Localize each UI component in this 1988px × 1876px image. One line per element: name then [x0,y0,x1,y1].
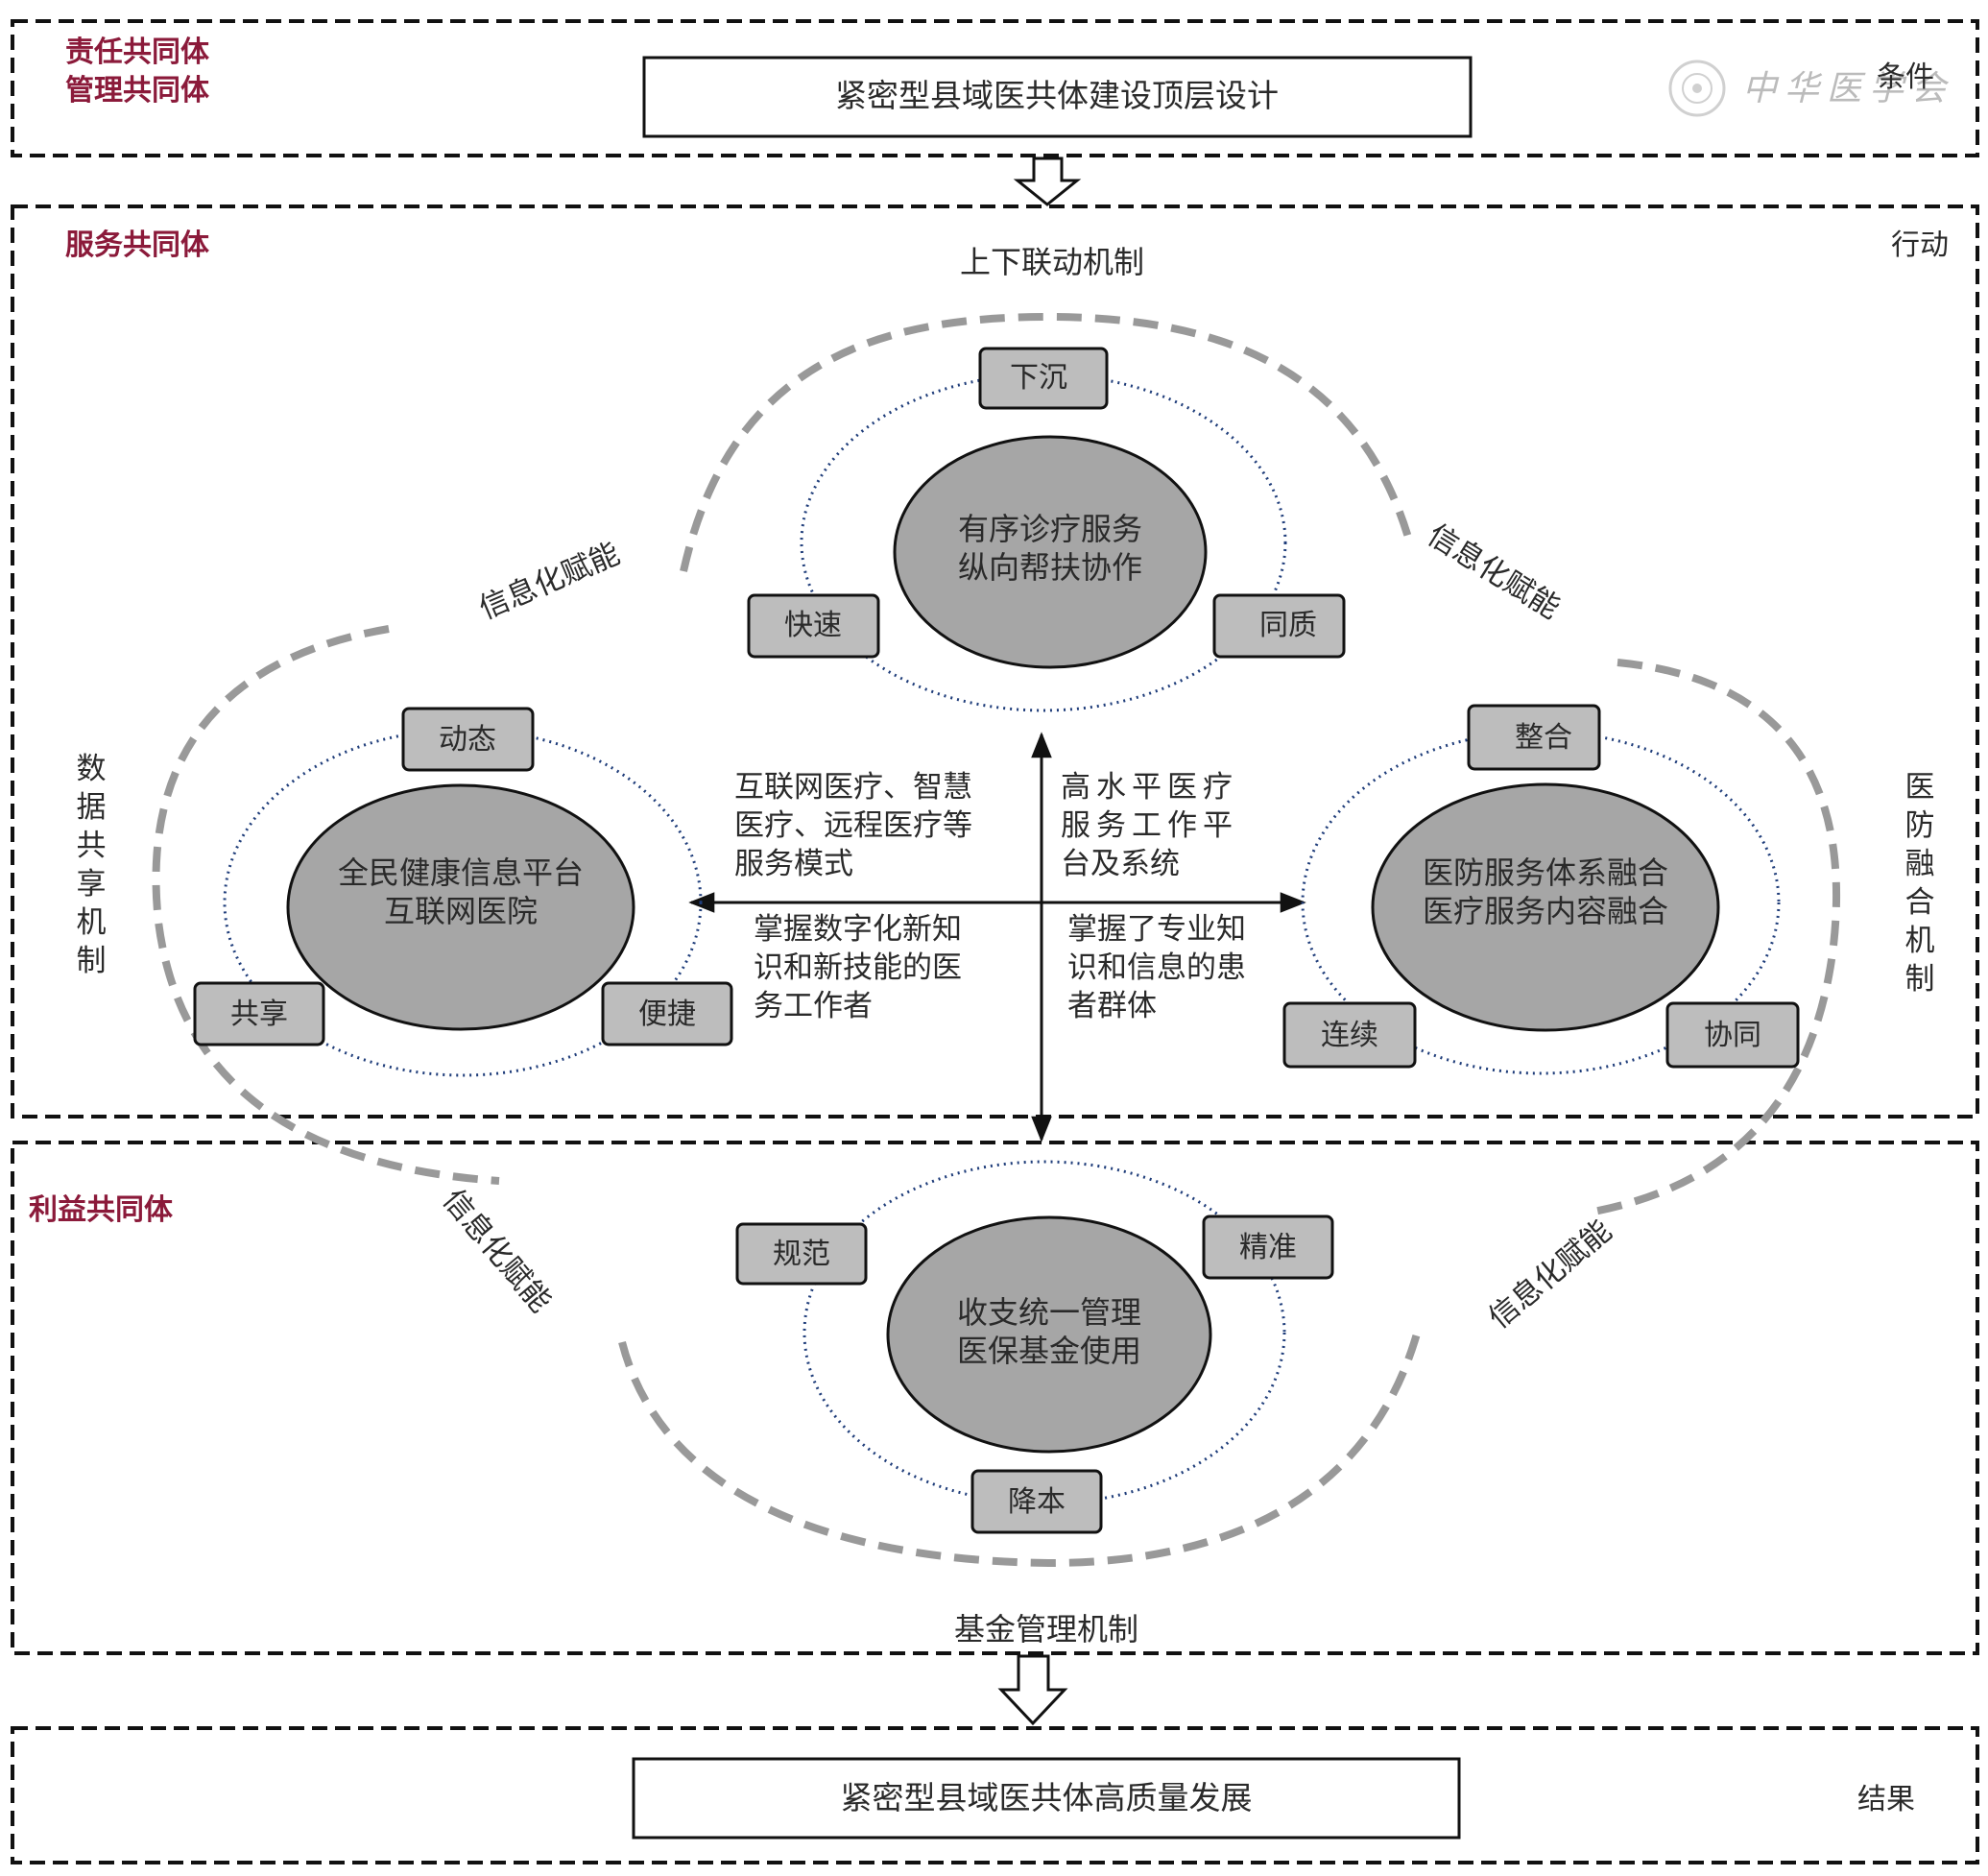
svg-text:识和新技能的医: 识和新技能的医 [754,950,962,985]
tag-box [978,347,1109,410]
top-left-label-1: 责任共同体 [65,36,210,69]
tag-box [193,981,325,1046]
bottom-core-line-2: 医保基金使用 [957,1333,1141,1369]
quadrant-top-left-text: 互联网医疗、智慧 医疗、远程医疗等 服务模式 [734,770,972,881]
bottom-core-line-1: 收支统一管理 [957,1294,1141,1331]
tag-text: 连续 [1321,1019,1378,1052]
tag-text: 降本 [1008,1485,1066,1519]
result-label: 结果 [1857,1783,1915,1816]
svg-text:防: 防 [1905,808,1935,843]
svg-text:高水平医疗: 高水平医疗 [1061,770,1238,805]
left-circle-group: 全民健康信息平台 互联网医院 动态 共享 便捷 [193,707,733,1077]
info-label-bottom-right: 信息化赋能 [1482,1214,1618,1335]
left-mechanism-label: 数 据 共 享 机 制 [77,752,107,978]
info-label-bottom-left: 信息化赋能 [436,1183,558,1319]
bottom-core-ellipse [886,1215,1212,1454]
tag-box [747,593,880,659]
tag-text: 共享 [230,998,288,1031]
svg-text:制: 制 [1905,962,1935,997]
svg-text:服务模式: 服务模式 [734,847,853,881]
tag-box [970,1469,1103,1534]
tag-text: 同质 [1259,609,1317,642]
quadrant-bottom-right-text: 掌握了专业知 识和信息的患 者群体 [1067,912,1246,1023]
top-mechanism-label: 上下联动机制 [960,244,1144,280]
left-core-line-1: 全民健康信息平台 [338,854,584,891]
condition-label: 条件 [1877,60,1934,94]
tag-box [735,1222,868,1286]
top-core-line-2: 纵向帮扶协作 [958,549,1142,586]
svg-text:机: 机 [77,905,107,940]
result-box [632,1757,1461,1840]
tag-box [601,981,733,1046]
tag-text: 规范 [773,1238,830,1271]
svg-text:务工作者: 务工作者 [754,989,873,1023]
tag-text: 动态 [439,723,496,757]
tag-box [401,707,535,772]
tag-box [1212,593,1346,659]
bottom-circle-group: 收支统一管理 医保基金使用 规范 精准 降本 [735,1160,1334,1534]
tag-text: 便捷 [638,998,696,1031]
right-core-ellipse [1371,782,1720,1032]
quadrant-top-right-text: 高水平医疗 服务工作平 台及系统 [1061,770,1238,881]
top-design-box [642,56,1473,138]
top-design-box-text: 紧密型县域医共体建设顶层设计 [835,77,1279,114]
info-label-top-right: 信息化赋能 [1422,517,1567,626]
right-mechanism-label: 医 防 融 合 机 制 [1905,770,1935,997]
result-box-text: 紧密型县域医共体高质量发展 [841,1779,1253,1816]
svg-text:识和信息的患: 识和信息的患 [1067,950,1246,985]
service-community-label: 服务共同体 [65,228,210,262]
svg-text:融: 融 [1905,847,1935,881]
left-core-line-2: 互联网医院 [384,893,538,929]
tag-box [1282,1001,1417,1069]
top-left-label-2: 管理共同体 [65,74,210,108]
svg-text:机: 机 [1905,924,1935,958]
svg-text:医: 医 [1905,770,1935,805]
benefit-section-frame [11,1141,1979,1655]
svg-text:制: 制 [77,944,107,978]
condition-section-frame [11,19,1979,157]
right-core-line-1: 医防服务体系融合 [1423,854,1668,891]
svg-text:互联网医疗、智慧: 互联网医疗、智慧 [734,770,972,805]
watermark-seal-icon [1668,60,1726,117]
top-circle-group: 有序诊疗服务 纵向帮扶协作 下沉 快速 同质 [747,347,1346,712]
tag-box [1665,1001,1800,1069]
left-core-ellipse [286,783,635,1031]
bottom-mechanism-label: 基金管理机制 [954,1611,1138,1648]
tag-box [1467,704,1601,771]
action-section-frame [11,204,1979,1118]
tag-text: 下沉 [1010,361,1067,395]
hollow-arrow-down-icon [1013,156,1082,206]
svg-text:者群体: 者群体 [1067,989,1157,1023]
action-label: 行动 [1891,228,1949,262]
svg-text:掌握了专业知: 掌握了专业知 [1067,912,1246,947]
info-label-top-left: 信息化赋能 [474,537,625,627]
hollow-arrow-down-icon [997,1654,1068,1726]
tag-text: 协同 [1704,1019,1761,1052]
quadrant-bottom-left-text: 掌握数字化新知 识和新技能的医 务工作者 [754,912,962,1023]
svg-text:合: 合 [1905,885,1935,920]
svg-text:据: 据 [77,790,107,825]
svg-text:掌握数字化新知: 掌握数字化新知 [754,912,962,947]
right-core-line-2: 医疗服务内容融合 [1423,893,1668,929]
top-core-ellipse [893,435,1208,669]
tag-text: 快速 [784,609,842,642]
watermark-text: 中华医学会 [1742,69,1953,108]
benefit-community-label: 利益共同体 [29,1193,174,1227]
right-circle-group: 医防服务体系融合 医疗服务内容融合 整合 连续 协同 [1282,704,1800,1075]
svg-text:数: 数 [77,752,107,786]
tag-box [1202,1215,1334,1280]
outer-dashed-arcs [152,312,1841,1568]
svg-text:服务工作平: 服务工作平 [1061,808,1238,843]
result-section-frame [11,1726,1979,1864]
svg-text:共: 共 [77,829,107,863]
tag-text: 整合 [1515,721,1572,755]
svg-text:医疗、远程医疗等: 医疗、远程医疗等 [734,808,972,843]
tag-text: 精准 [1239,1231,1297,1264]
top-core-line-1: 有序诊疗服务 [958,511,1142,547]
svg-text:台及系统: 台及系统 [1061,847,1180,881]
svg-text:享: 享 [77,867,107,902]
